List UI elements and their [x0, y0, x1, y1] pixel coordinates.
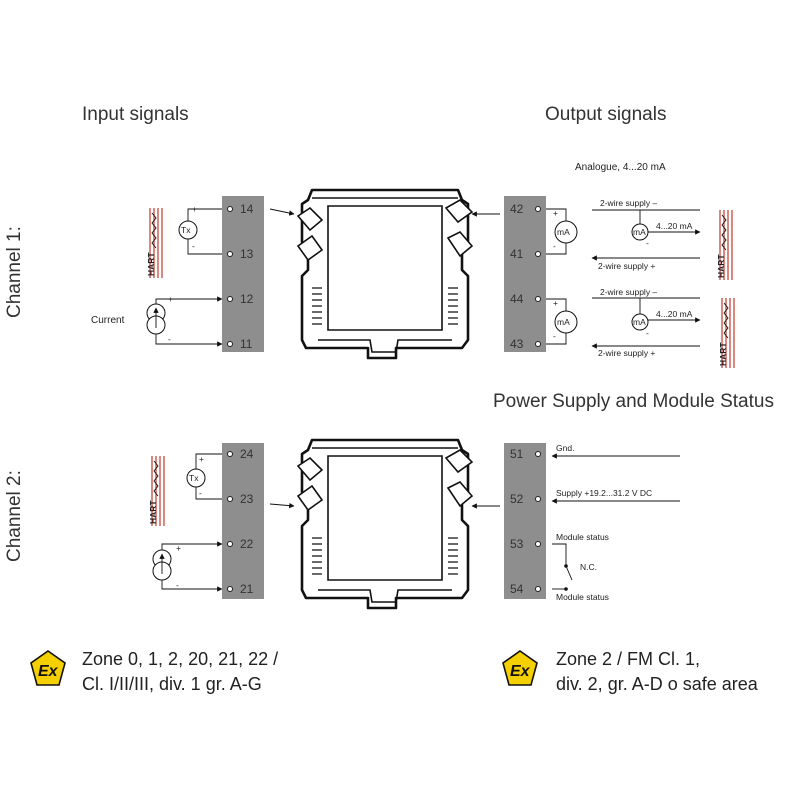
supply-plus-label: 2-wire supply +	[598, 261, 655, 271]
zone-right-line1: Zone 2 / FM Cl. 1,	[556, 649, 700, 669]
ch2-module	[296, 438, 474, 610]
ch2-input-arrow	[269, 502, 295, 509]
terminal-44: 44	[510, 292, 524, 306]
power-strip: 51 52 53 54	[504, 443, 546, 599]
ch1-output-strip: 42 41 44 43	[504, 196, 546, 352]
svg-text:-: -	[553, 331, 556, 341]
terminal-14: 14	[240, 202, 254, 216]
terminal-42: 42	[510, 202, 524, 216]
output-signals-heading: Output signals	[545, 104, 666, 125]
terminal-11: 11	[240, 337, 253, 351]
analogue-label: Analogue, 4...20 mA	[575, 162, 666, 173]
ch1-output-loop-2: mA + - 2-wire supply – mA 4...20 mA - 2-…	[546, 287, 735, 369]
module-status-top: Module status	[556, 532, 609, 542]
svg-text:-: -	[176, 580, 179, 590]
zone-right-line2: div. 2, gr. A-D o safe area	[556, 674, 759, 694]
ma-meter-label: mA	[557, 227, 570, 237]
terminal-51: 51	[510, 447, 524, 461]
ch1-output-loop-1: mA + - 2-wire supply – mA 4...20 mA - 2-…	[546, 198, 733, 281]
module-status-bottom: Module status	[556, 592, 609, 602]
svg-text:-: -	[168, 334, 171, 344]
zone-left-line1: Zone 0, 1, 2, 20, 21, 22 /	[82, 649, 278, 669]
svg-text:2-wire supply +: 2-wire supply +	[598, 348, 655, 358]
terminal-12: 12	[240, 292, 254, 306]
svg-text:Ex: Ex	[38, 663, 59, 680]
supply-minus-label: 2-wire supply –	[600, 198, 657, 208]
channel-2-label: Channel 2:	[4, 470, 25, 562]
nc-label: N.C.	[580, 562, 597, 572]
svg-text:HART: HART	[718, 342, 728, 366]
svg-text:+: +	[168, 294, 173, 304]
ch1-module	[296, 188, 474, 360]
power-status-heading: Power Supply and Module Status	[493, 391, 774, 412]
ch1-input-wiring: HART Tx + - Current + -	[91, 204, 223, 347]
terminal-13: 13	[240, 247, 254, 261]
svg-text:2-wire supply –: 2-wire supply –	[600, 287, 657, 297]
terminal-21: 21	[240, 582, 254, 596]
svg-text:HART: HART	[716, 254, 726, 278]
svg-text:-: -	[199, 488, 202, 498]
terminal-43: 43	[510, 337, 524, 351]
ex-zone-left: Ex Zone 0, 1, 2, 20, 21, 22 / Cl. I/II/I…	[30, 649, 278, 694]
power-wiring: Gnd. Supply +19.2...31.2 V DC Module sta…	[551, 443, 680, 602]
svg-text:+: +	[553, 298, 558, 308]
terminal-41: 41	[510, 247, 524, 261]
svg-text:+: +	[199, 454, 204, 464]
svg-text:+: +	[176, 543, 181, 553]
terminal-54: 54	[510, 582, 524, 596]
svg-text:-: -	[646, 328, 649, 338]
ch2-input-wiring: HART Tx + - + -	[148, 453, 223, 592]
terminal-52: 52	[510, 492, 524, 506]
svg-text:+: +	[553, 208, 558, 218]
svg-text:mA: mA	[557, 317, 570, 327]
ch1-tx-label: Tx	[181, 225, 191, 235]
ch2-tx-label: Tx	[189, 473, 199, 483]
input-signals-heading: Input signals	[82, 104, 189, 125]
svg-text:-: -	[646, 238, 649, 248]
ch1-input-strip: 14 13 12 11	[222, 196, 264, 352]
current-label: Current	[91, 315, 125, 326]
svg-text:+: +	[192, 204, 197, 214]
gnd-label: Gnd.	[556, 443, 574, 453]
terminal-22: 22	[240, 537, 254, 551]
terminal-23: 23	[240, 492, 254, 506]
terminal-53: 53	[510, 537, 524, 551]
ex-zone-right: Ex Zone 2 / FM Cl. 1, div. 2, gr. A-D o …	[502, 649, 759, 694]
svg-text:4...20 mA: 4...20 mA	[656, 309, 693, 319]
svg-text:-: -	[553, 241, 556, 251]
svg-text:mA: mA	[633, 317, 646, 327]
zone-left-line2: Cl. I/II/III, div. 1 gr. A-G	[82, 674, 262, 694]
supply-label: Supply +19.2...31.2 V DC	[556, 488, 652, 498]
svg-text:mA: mA	[633, 227, 646, 237]
range-label-1: 4...20 mA	[656, 221, 693, 231]
channel-1-label: Channel 1:	[4, 226, 25, 318]
svg-text:Ex: Ex	[510, 663, 531, 680]
ch2-hart-text: HART	[148, 500, 158, 524]
ch1-hart-text: HART	[146, 252, 156, 276]
terminal-24: 24	[240, 447, 254, 461]
ch2-input-strip: 24 23 22 21	[222, 443, 264, 599]
svg-text:-: -	[192, 241, 195, 251]
ch1-input-arrow	[269, 208, 295, 216]
